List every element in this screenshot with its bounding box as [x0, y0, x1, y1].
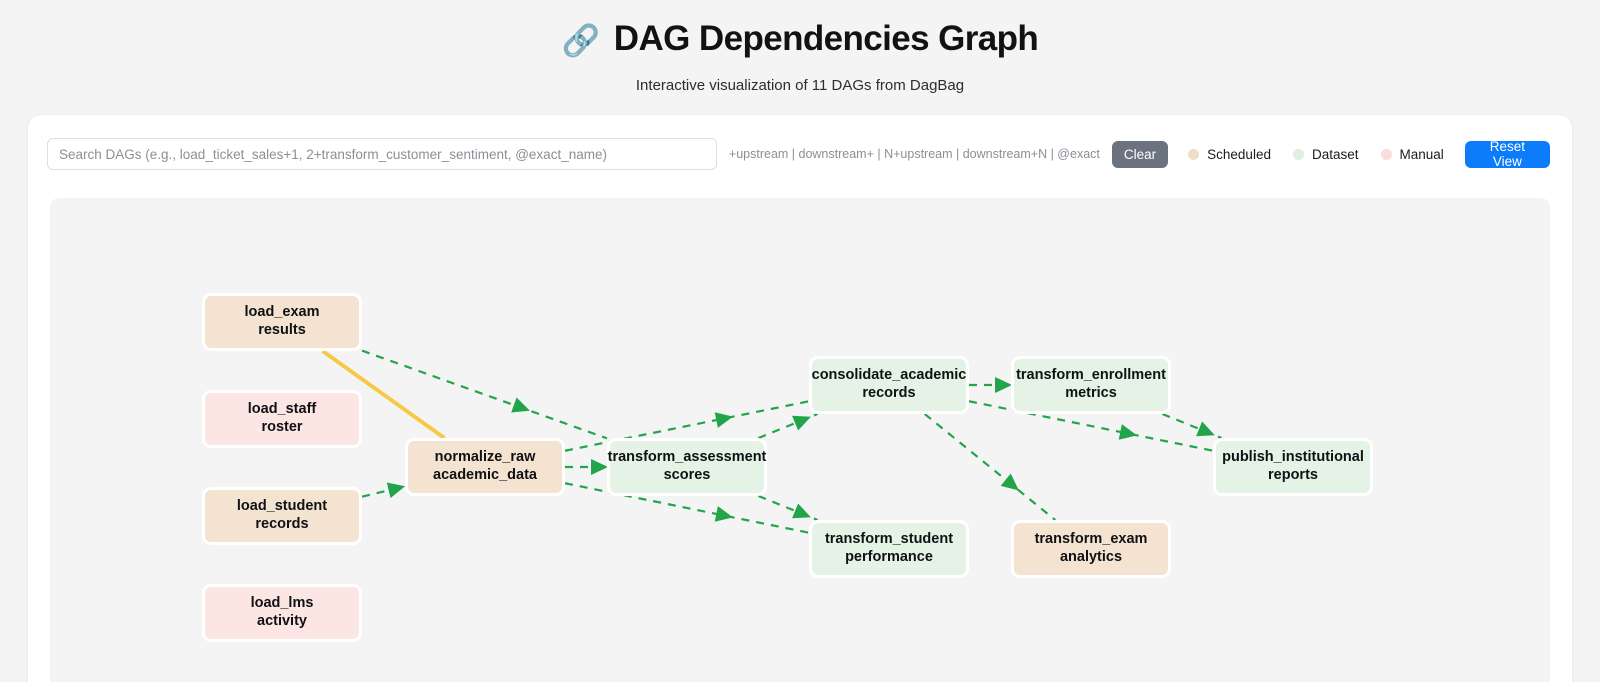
graph-edge-transform_enrollment_metrics-to-publish_institutional_reports	[1162, 412, 1222, 440]
graph-edge-arrowhead	[714, 506, 733, 522]
page-title-text: DAG Dependencies Graph	[613, 19, 1039, 58]
page-title: 🔗 DAG Dependencies Graph	[0, 18, 1600, 60]
clear-button[interactable]: Clear	[1111, 140, 1169, 168]
main-card: +upstream | downstream+ | N+upstream | d…	[28, 115, 1572, 682]
graph-edge-arrowhead	[714, 412, 733, 428]
graph-node-transform_assessment_scores[interactable]: transform_assessment scores	[607, 438, 767, 496]
graph-canvas[interactable]: load_exam results load_staff roster load_s…	[50, 198, 1550, 682]
graph-edge-arrowhead	[1196, 421, 1215, 437]
graph-edge-load_exam_results-to-transform_assessment_scores	[361, 349, 608, 440]
graph-node-transform_enrollment_metrics[interactable]: transform_enrollment metrics	[1011, 356, 1171, 414]
graph-edge-arrowhead	[386, 482, 406, 499]
graph-edge-normalize_raw_academic_data-to-transform_student_performance	[564, 482, 810, 534]
graph-edge-arrowhead	[1000, 473, 1019, 491]
reset-view-button[interactable]: Reset View	[1464, 139, 1550, 169]
graph-edge-normalize_raw_academic_data-to-consolidate_academic_records	[564, 400, 810, 452]
graph-node-load_student_records[interactable]: load_student records	[202, 487, 362, 545]
graph-edge-layer	[321, 349, 1222, 534]
graph-edge-arrowhead	[995, 377, 1013, 393]
graph-edge-transform_assessment_scores-to-consolidate_academic_records	[758, 412, 818, 440]
link-chain-icon: 🔗	[561, 22, 601, 58]
graph-edge-load_exam_results-to-normalize_raw_academic_data	[321, 349, 446, 440]
graph-node-consolidate_academic_records[interactable]: consolidate_academic records	[809, 356, 969, 414]
graph-node-transform_exam_analytics[interactable]: transform_exam analytics	[1011, 520, 1171, 578]
graph-edge-arrowhead	[1118, 424, 1137, 440]
graph-node-load_lms_activity[interactable]: load_lms activity	[202, 584, 362, 642]
graph-node-load_staff_roster[interactable]: load_staff roster	[202, 390, 362, 448]
graph-edge-consolidate_academic_records-to-transform_exam_analytics	[924, 413, 1056, 521]
graph-edge-arrowhead	[511, 397, 530, 413]
legend-dot-scheduled	[1188, 148, 1200, 160]
page-subtitle: Interactive visualization of 11 DAGs fro…	[635, 77, 965, 94]
graph-node-normalize_raw_academic_data[interactable]: normalize_raw academic_data	[405, 438, 565, 496]
graph-edge-transform_assessment_scores-to-transform_student_performance	[758, 494, 818, 522]
legend-dot-dataset	[1292, 148, 1304, 160]
legend-dot-manual	[1380, 148, 1392, 160]
graph-node-publish_institutional_reports[interactable]: publish_institutional reports	[1213, 438, 1373, 496]
legend-item-scheduled: Scheduled	[1188, 147, 1271, 162]
legend-item-dataset: Dataset	[1292, 146, 1359, 162]
legend-label-manual: Manual	[1399, 146, 1444, 162]
graph-edge-arrowhead	[792, 503, 811, 519]
legend-item-manual: Manual	[1380, 146, 1444, 162]
legend: Scheduled Dataset Manual	[1188, 147, 1444, 162]
page-header: 🔗 DAG Dependencies Graph Interactive vis…	[0, 0, 1600, 94]
search-input[interactable]	[47, 138, 717, 170]
legend-label-scheduled: Scheduled	[1207, 146, 1271, 162]
graph-node-transform_student_performance[interactable]: transform_student performance	[809, 520, 969, 578]
toolbar: +upstream | downstream+ | N+upstream | d…	[28, 115, 1572, 170]
search-syntax-hint: +upstream | downstream+ | N+upstream | d…	[728, 147, 1100, 161]
graph-edge-arrowhead	[591, 459, 609, 475]
legend-label-dataset: Dataset	[1311, 146, 1359, 162]
graph-edge-consolidate_academic_records-to-publish_institutional_reports	[968, 400, 1214, 452]
graph-edge-arrowhead	[792, 415, 811, 431]
graph-node-load_exam_results[interactable]: load_exam results	[202, 293, 362, 351]
